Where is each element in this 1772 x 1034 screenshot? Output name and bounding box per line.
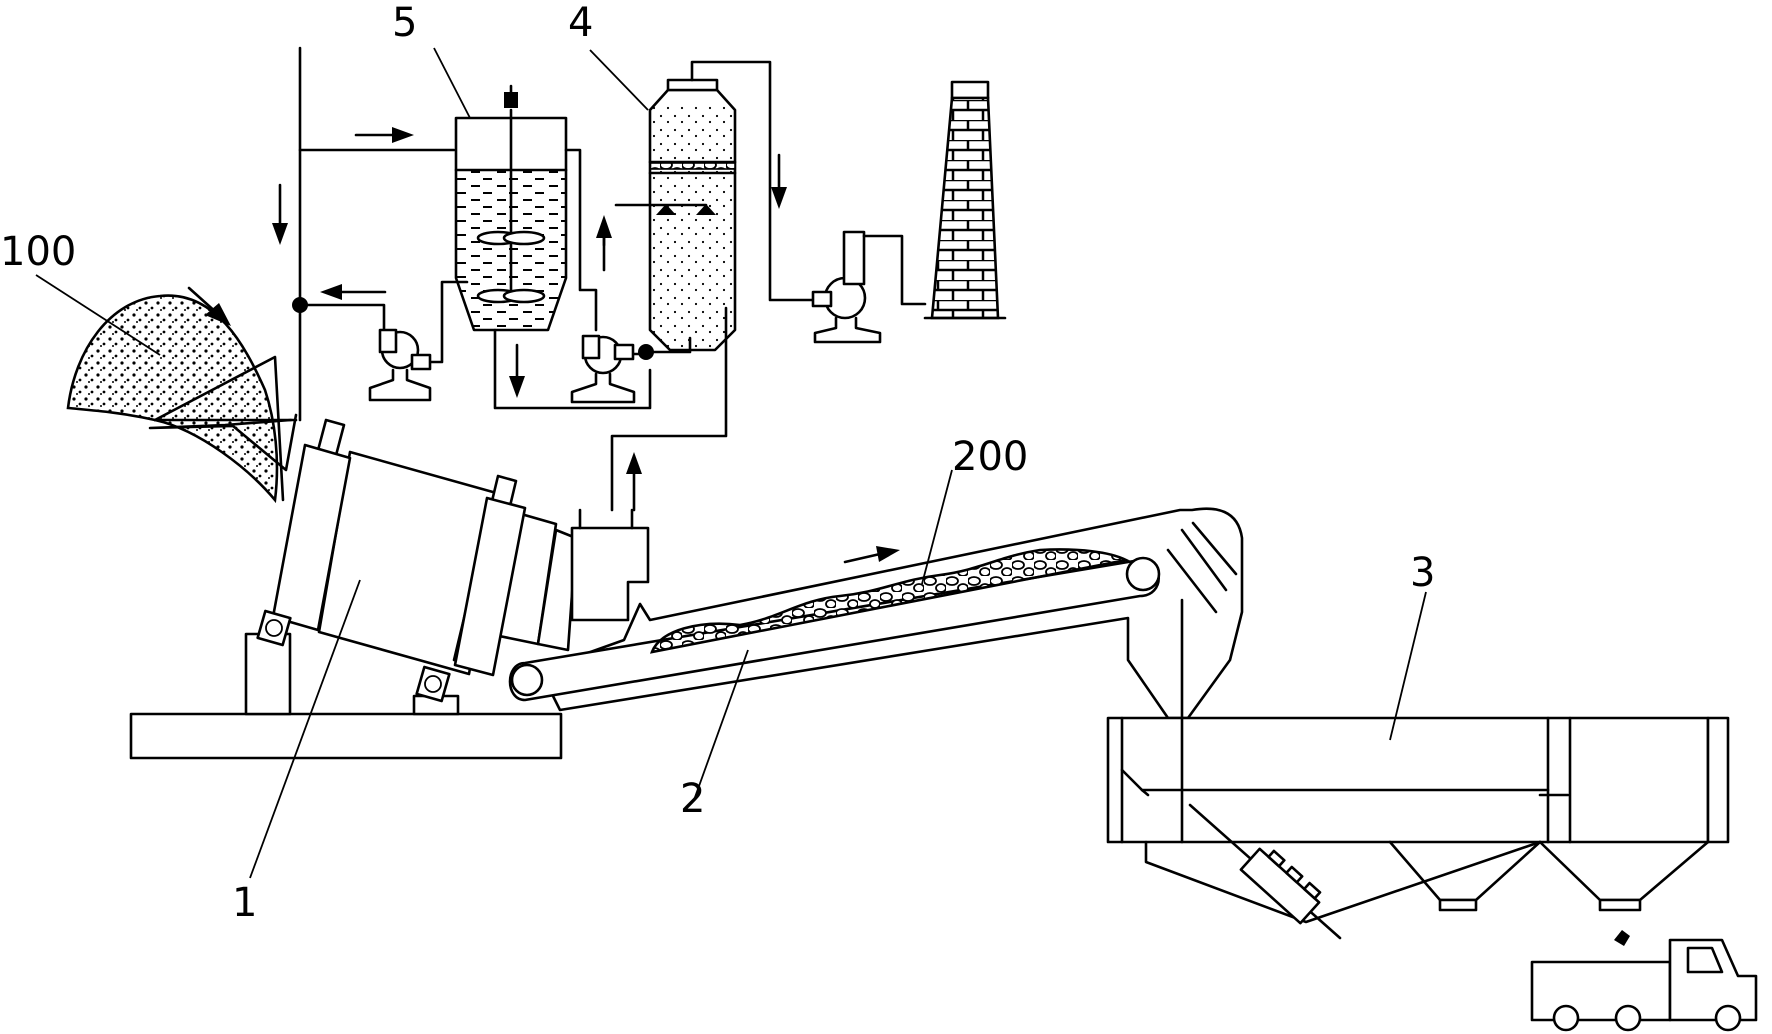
- chimney: [923, 80, 1007, 320]
- flow-arrow-right: [354, 127, 414, 143]
- flow-arrow-left: [320, 284, 387, 300]
- rotary-drum: [148, 413, 578, 703]
- fan-exhaust: [811, 230, 927, 344]
- flow-arrow-down-left: [272, 183, 288, 245]
- label-drum: 1: [232, 880, 257, 926]
- feed-arrow: [187, 286, 231, 326]
- vibrating-screen: [1106, 598, 1730, 940]
- label-product: 200: [952, 434, 1028, 480]
- exhaust-hood: [570, 306, 728, 622]
- label-feed: 100: [0, 229, 76, 275]
- flow-arrow-down-tank: [509, 343, 525, 398]
- label-screen: 3: [1410, 550, 1435, 596]
- conveyor-direction-arrow: [843, 546, 900, 564]
- belt-conveyor: [508, 507, 1244, 720]
- duct-up-arrow: [626, 452, 642, 512]
- flow-arrow-down-tower: [771, 153, 787, 209]
- leader-lines: [35, 47, 1427, 879]
- feed-material-pile: [66, 294, 298, 504]
- label-tank: 5: [392, 0, 417, 46]
- label-tower: 4: [568, 0, 593, 46]
- label-conveyor: 2: [680, 776, 705, 822]
- pump-circulation: [570, 334, 636, 404]
- trunnion-roller-right: [415, 665, 451, 703]
- settling-tank: [454, 84, 568, 332]
- flow-arrow-up-pipe: [596, 215, 612, 272]
- pump-water: [368, 328, 432, 402]
- scrubber-tower: [614, 60, 822, 352]
- trunnion-roller-left: [256, 609, 292, 647]
- dump-truck: [1530, 930, 1758, 1032]
